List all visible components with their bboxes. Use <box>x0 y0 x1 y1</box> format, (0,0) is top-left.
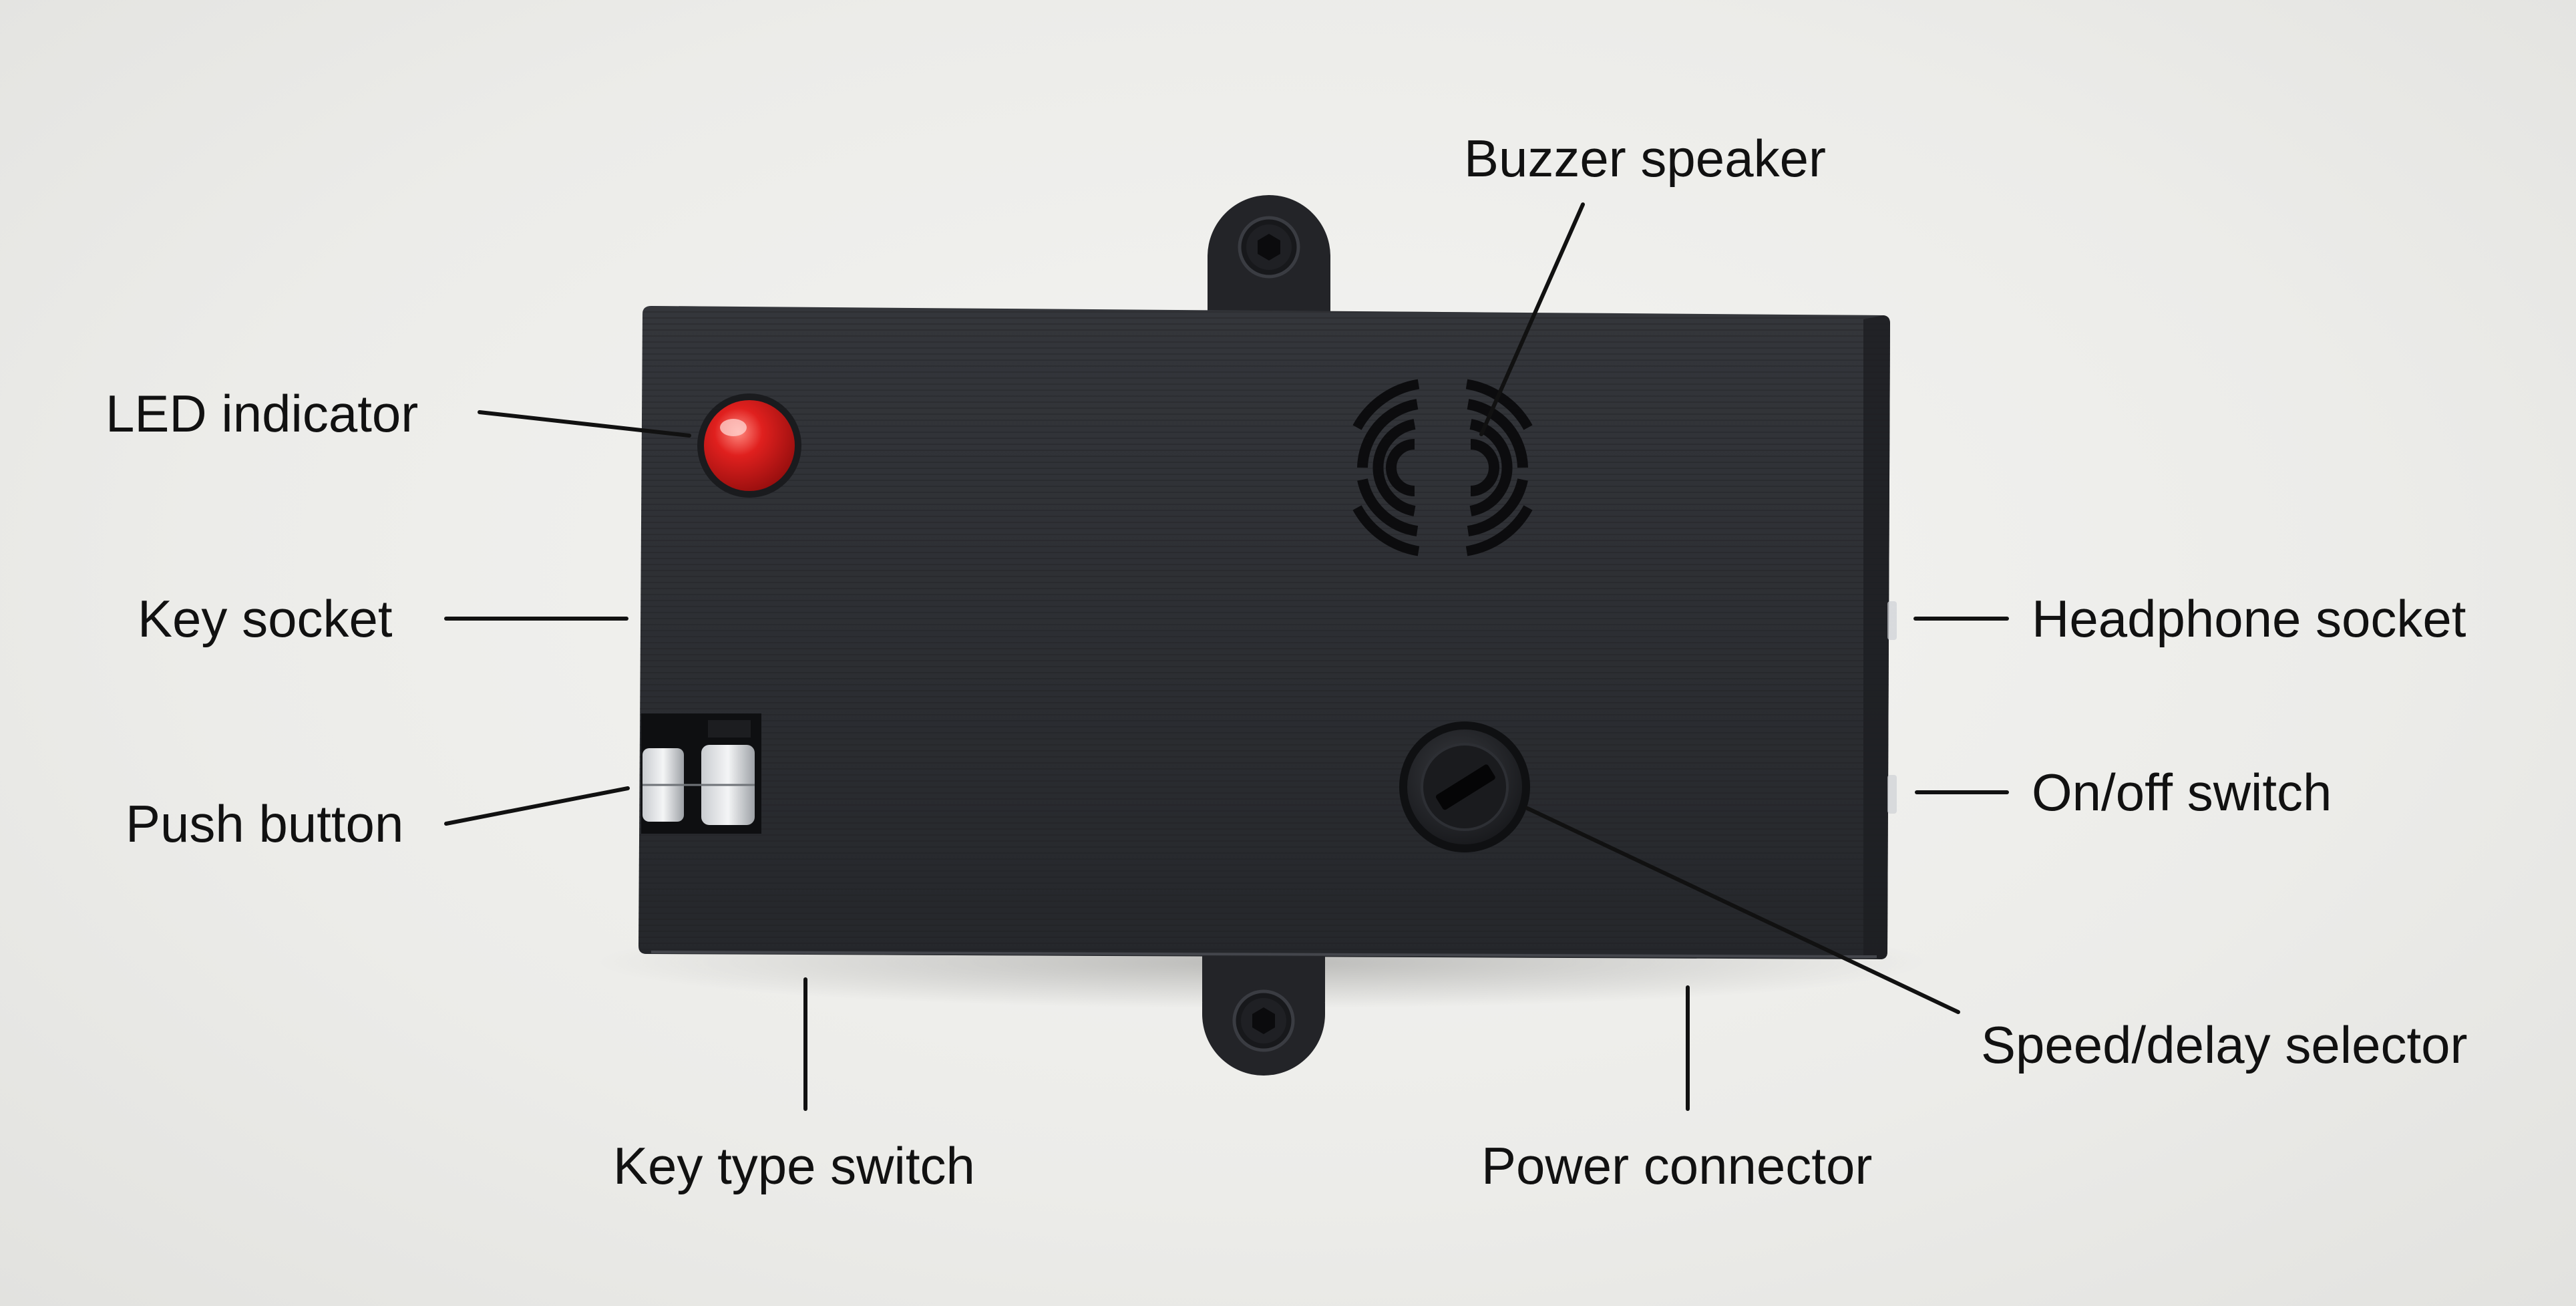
leader-speed-delay-selector <box>1525 806 1960 1014</box>
leader-buzzer-speaker <box>1479 202 1585 436</box>
label-on-off-switch: On/off switch <box>2032 763 2332 822</box>
label-push-button: Push button <box>126 794 404 853</box>
label-buzzer-speaker: Buzzer speaker <box>1464 129 1826 188</box>
mounting-tab-top <box>1208 195 1330 329</box>
leader-push-button <box>444 786 630 826</box>
push-button[interactable] <box>641 713 761 834</box>
label-key-type-switch: Key type switch <box>613 1136 975 1195</box>
selector-knob-icon[interactable] <box>1399 721 1530 852</box>
label-key-socket: Key socket <box>138 589 393 648</box>
label-led-indicator: LED indicator <box>106 384 419 443</box>
mounting-tab-bottom <box>1202 942 1325 1076</box>
headphone-socket <box>1887 601 1897 640</box>
speaker-grille-icon <box>1352 379 1533 556</box>
leader-lines <box>444 202 2009 1111</box>
label-headphone-socket: Headphone socket <box>2032 589 2466 648</box>
on-off-switch[interactable] <box>1887 775 1897 814</box>
label-power-connector: Power connector <box>1481 1136 1873 1195</box>
leader-led-indicator <box>478 410 691 438</box>
label-speed-delay-selector: Speed/delay selector <box>1981 1015 2468 1074</box>
led <box>697 393 801 498</box>
mounting-screw-icon <box>1246 224 1292 270</box>
enclosure <box>638 306 1890 959</box>
mounting-screw-icon <box>1241 998 1286 1043</box>
